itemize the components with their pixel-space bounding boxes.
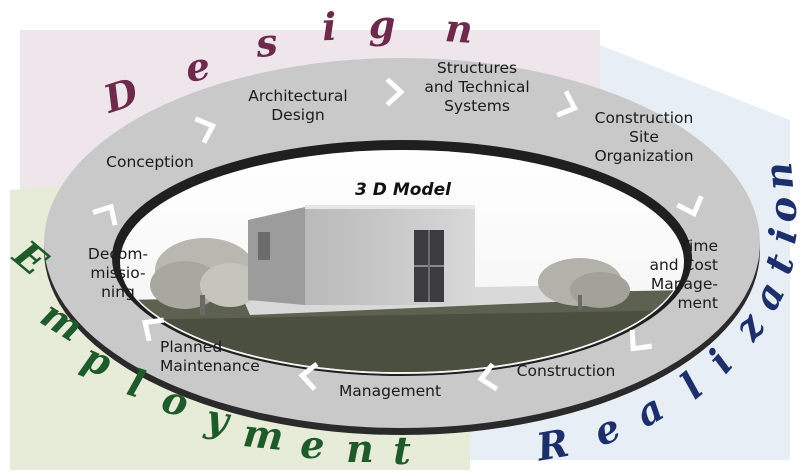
stage-label-line: Decom- [88,245,148,263]
stage-label-line: Design [271,106,325,124]
left-tree [150,238,260,315]
realization-phase-letter: o [760,196,805,223]
employment-phase-letter: m [241,410,286,459]
stage-label-line: Construction [595,109,694,127]
stage-label: Conception [106,153,194,171]
employment-phase-letter: n [346,426,374,471]
model-title: 3 D Model [355,180,452,200]
design-phase-letter: n [444,5,475,52]
chevron-right-icon [629,329,653,352]
design-phase-letter: g [369,2,396,47]
design-phase-letter: i [321,4,338,50]
stage-label-line: and Technical [424,78,529,96]
stage-label-line: and Cost [649,256,718,274]
stage-label-line: Time [679,237,718,255]
stage-label-line: Planned [160,338,222,356]
employment-phase-letter: t [393,428,411,473]
employment-phase-letter: e [300,422,326,468]
chevron-right-icon [556,90,579,118]
house-side [248,207,305,305]
realization-phase-letter: R [532,420,572,470]
stage-label-line: Site [629,128,659,146]
stage-label: Construction [517,362,616,380]
stage-label-line: Maintenance [160,357,260,375]
chevron-right-icon [676,195,704,218]
design-phase-letter: s [253,19,280,66]
stage-label-line: Conception [106,153,194,171]
stage-label-line: Architectural [248,87,348,105]
stage-label-line: Construction [517,362,616,380]
realization-phase-letter: n [755,160,802,191]
house-side-window [258,232,270,260]
chevron-right-icon [477,362,499,392]
chevron-right-icon [142,317,165,342]
chevron-right-icon [298,362,319,392]
house-model [248,205,475,305]
flow-arrows [92,77,704,392]
stage-label: Management [339,382,441,400]
stage-label-line: ment [677,294,718,312]
house-roof-edge [305,205,475,209]
stage-label-line: Organization [594,147,693,165]
stage-label: Decom-missio-ning [88,245,148,301]
house-front [305,207,475,305]
stage-label-line: ning [101,283,135,301]
stage-label-line: Systems [444,97,510,115]
right-tree [538,258,630,310]
chevron-right-icon [92,203,118,226]
stage-label-line: Management [339,382,441,400]
stage-label-line: Structures [437,59,517,77]
chevron-right-icon [194,116,217,144]
chevron-right-icon [385,77,405,107]
stage-label-line: missio- [90,264,145,282]
stage-label-line: Manage- [651,275,718,293]
